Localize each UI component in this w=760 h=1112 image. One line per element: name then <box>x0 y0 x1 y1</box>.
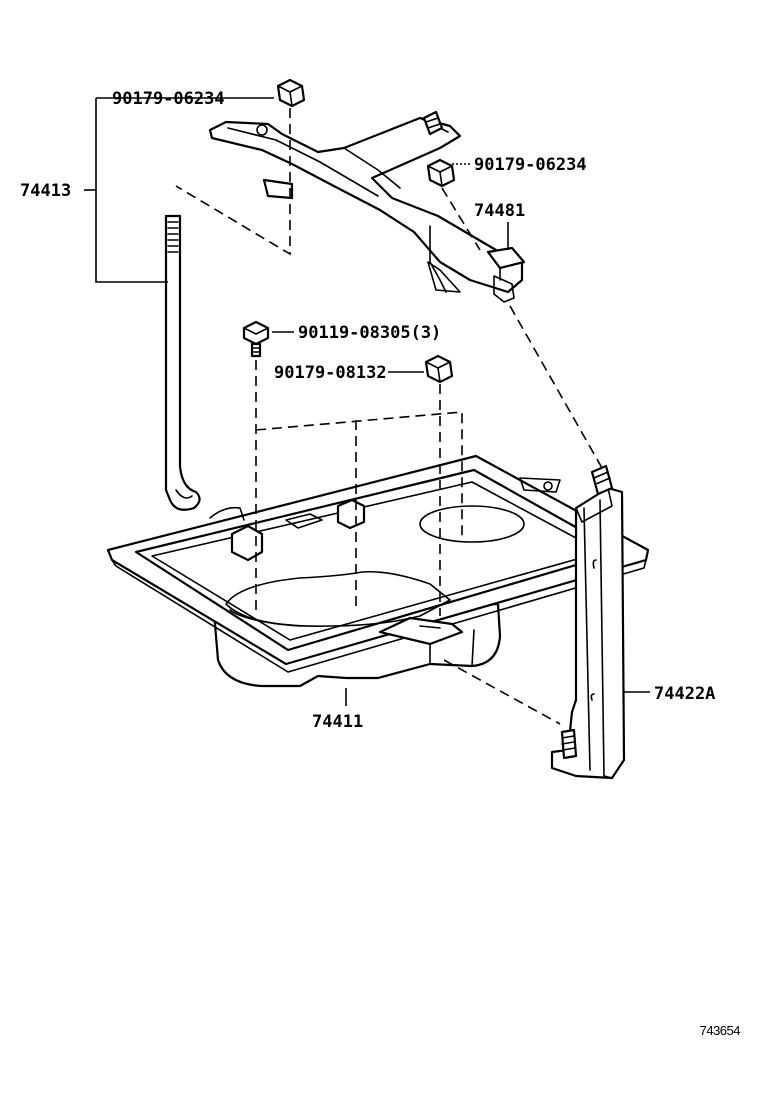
assembly-lines <box>175 108 603 725</box>
label-nut-right: 90179-06234 <box>474 155 587 175</box>
nut-top <box>276 78 306 108</box>
label-tray: 74411 <box>312 712 363 732</box>
label-nut-top: 90179-06234 <box>112 89 225 109</box>
nut-right <box>426 158 456 188</box>
hold-down-rod <box>164 214 201 511</box>
label-nut-mid: 90179-08132 <box>274 363 387 383</box>
label-bolt: 90119-08305(3) <box>298 323 441 343</box>
battery-bracket <box>550 464 626 780</box>
figure-code: 743654 <box>699 1023 741 1038</box>
label-bracket: 74422A <box>654 684 715 704</box>
bolt-flange <box>242 320 270 358</box>
battery-tray <box>106 454 650 688</box>
label-rod: 74413 <box>20 181 71 201</box>
nut-mid <box>424 354 454 384</box>
leader-lines <box>84 97 650 706</box>
label-clamp: 74481 <box>474 201 525 221</box>
battery-clamp <box>208 110 526 303</box>
